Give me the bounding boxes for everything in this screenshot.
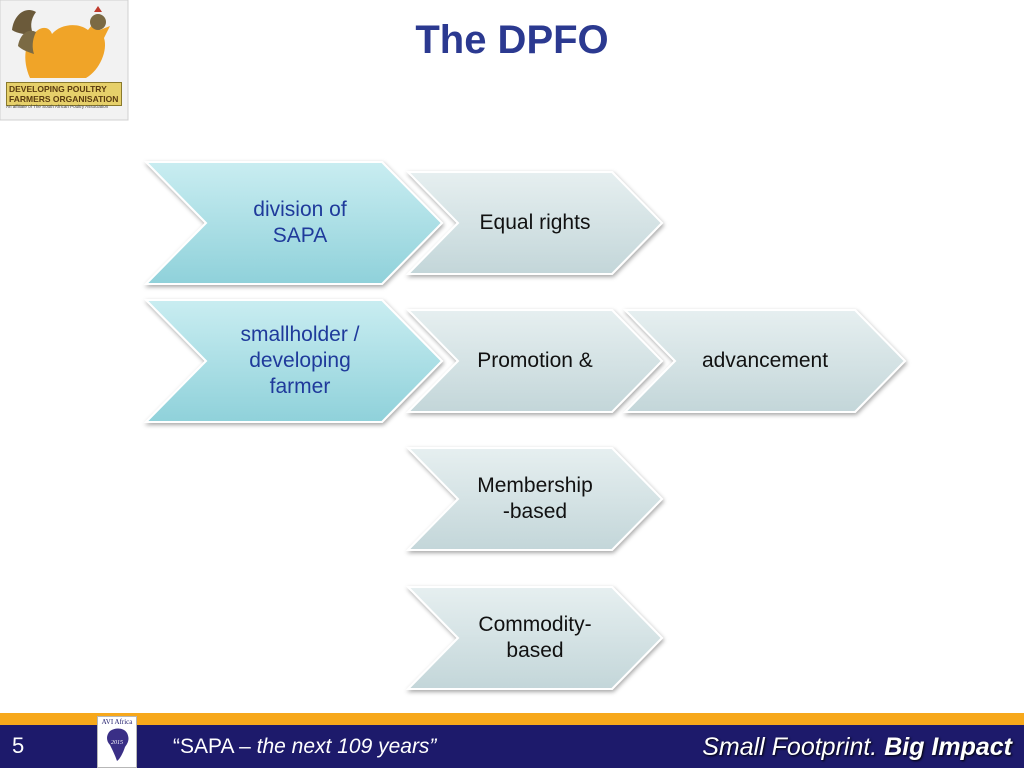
secondary-chevron-label-line: based: [506, 639, 564, 662]
primary-chevron-label-line: division of: [253, 198, 347, 221]
secondary-chevron: [622, 309, 907, 413]
primary-chevron-label-line: smallholder /: [240, 323, 360, 346]
avi-africa-logo: AVI Africa 2015: [97, 716, 137, 768]
secondary-chevron: [405, 447, 664, 551]
logo-affiliate-text: An affiliate of The South African Poultr…: [6, 104, 109, 109]
logo-line-2: FARMERS ORGANISATION: [9, 94, 119, 104]
footer-slogan: “SAPA – the next 109 years”: [173, 735, 436, 759]
slogan-italic: the next 109 years”: [256, 735, 437, 758]
secondary-chevron: [405, 171, 664, 275]
avi-africa-label: AVI Africa: [101, 718, 133, 726]
secondary-chevron-label-line: Equal rights: [479, 211, 591, 234]
primary-chevron: [143, 161, 444, 285]
tagline-bold: Big Impact: [877, 733, 1012, 761]
footer-accent-stripe: [0, 713, 1024, 725]
slogan-open: “SAPA –: [173, 735, 257, 758]
secondary-chevron: [405, 309, 664, 413]
secondary-chevron-label-line: Membership: [477, 474, 593, 497]
secondary-chevron-label: Equal rights: [448, 172, 622, 274]
tagline-light: Small Footprint.: [702, 733, 878, 761]
secondary-chevron-label-line: advancement: [701, 349, 829, 372]
primary-chevron-label: smallholder / developing farmer: [200, 300, 400, 422]
secondary-chevron-label: Membership -based: [448, 448, 622, 550]
logo-line-1: DEVELOPING POULTRY: [9, 84, 107, 94]
secondary-chevron-label: Promotion &: [448, 310, 622, 412]
avi-africa-year: 2015: [111, 740, 123, 746]
page-number: 5: [12, 733, 25, 758]
dpfo-logo: DEVELOPING POULTRY FARMERS ORGANISATION …: [0, 0, 130, 122]
secondary-chevron-label: advancement: [665, 310, 865, 412]
primary-chevron-label: division of SAPA: [200, 162, 400, 284]
primary-chevron-label-line: SAPA: [272, 224, 328, 247]
footer-tagline: Small Footprint. Big Impact: [702, 733, 1012, 762]
secondary-chevron-label-line: -based: [502, 500, 568, 523]
africa-map-icon: [107, 728, 129, 761]
primary-chevron-label-line: farmer: [269, 375, 331, 398]
primary-chevron-label-line: developing: [249, 349, 351, 372]
primary-chevron: [143, 299, 444, 423]
footer-bar: [0, 725, 1024, 768]
secondary-chevron-label-line: Promotion &: [477, 349, 593, 372]
secondary-chevron: [405, 586, 664, 690]
slide-title: The DPFO: [415, 18, 609, 62]
secondary-chevron-label: Commodity-based: [448, 587, 622, 689]
secondary-chevron-label-line: Commodity-: [478, 613, 592, 636]
